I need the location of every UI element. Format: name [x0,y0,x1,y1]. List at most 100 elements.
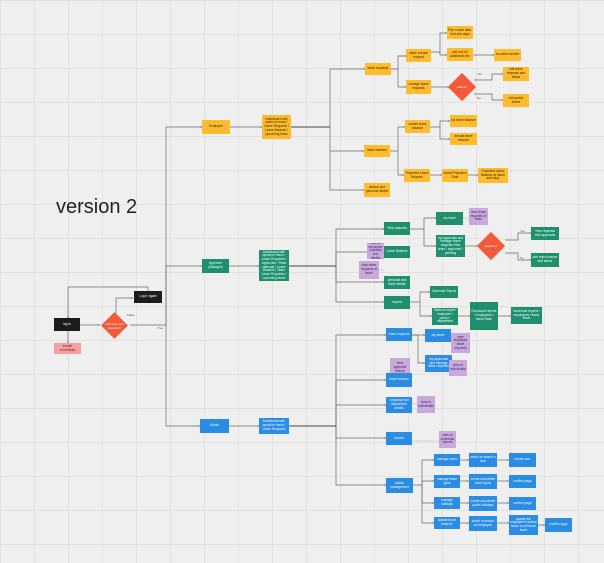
create-holiday-node[interactable]: create and delete public holidays [469,496,497,511]
edge-dash-leave-requests [291,67,366,128]
admin-dashboard-node[interactable]: Dashboard with quota for leave / Leave R… [259,418,289,434]
my-team-node[interactable]: my team [436,212,463,225]
pick-date-node[interactable]: Pick a start date, end and days [447,26,473,39]
edge-dash-leave-balance [329,127,365,153]
edge-mgmt-types [421,479,435,485]
rejected-request-node[interactable]: add reject reason and status [531,253,559,267]
confirm-screen-node[interactable]: a confirm screen [494,49,521,61]
approver-dashboard-node[interactable]: Dashboard with quota for leave / Leave R… [259,250,289,281]
edge-label-status-no: No [477,96,481,100]
full-leave-node[interactable]: full leave balance [450,115,477,127]
team-balance-node[interactable]: Leave Balance [384,246,410,258]
select-employee-node[interactable]: select or search an employee [469,516,497,531]
future-date-node[interactable]: future Projection Date [442,169,468,182]
edge-label-true: True [157,326,164,330]
note-team-requests: view leave requests of team [469,208,488,225]
edit-status-node[interactable]: edit and/or delete [503,94,529,107]
admin-leave-requests-node[interactable]: leave requests [386,328,412,341]
create-user-node[interactable]: create user [509,453,536,467]
check-login-decision[interactable] [101,312,128,339]
leave-balance-node[interactable]: leave balance [364,145,390,157]
edge-view-team [410,216,437,230]
current-status-node[interactable]: current leave balance [405,120,430,133]
team-requests-node[interactable]: my approvals and manage leave requests f… [436,235,465,257]
edge-lr-make [391,54,407,70]
edge-current-annual [439,127,451,141]
leave-stats-node[interactable]: Download reports / employees / leave lea… [511,307,542,324]
edge-mgmt-balance [421,485,435,525]
manage-holidays-node[interactable]: manage holidays [434,497,460,509]
login-again-node[interactable]: Log in again [134,291,162,303]
note-policy: view or edit details [417,396,435,413]
my-approvals-node[interactable]: my approvals and manage leave requests [425,355,452,372]
edge-view-teamreq [423,229,437,248]
projected-leave-node[interactable]: Projected Leave Balance [404,169,430,182]
edge-label-approve-no: No [520,256,524,260]
leave-requests-node[interactable]: leave requests [365,63,391,75]
annual-personal-node[interactable]: annual and personal details [364,183,390,197]
edge-xdash-mgmt [335,426,387,487]
status-decision[interactable] [447,72,477,102]
edge-make-pick [431,31,448,53]
admin-reports-node[interactable]: reports [386,432,412,445]
annual-leave-node[interactable]: annual leave balance [450,133,477,145]
projected-total-node[interactable]: Projected Leave Balance at future and da… [478,168,508,183]
note-admin-details: view or edit details [449,360,467,376]
edge-label-status-yes: Yes [477,72,482,76]
edit-leave-node[interactable]: edit leave requests and status [503,67,529,81]
edge-mgmt-users [413,458,435,486]
approver-node[interactable]: Approver (Manager) [202,259,229,273]
personal-details-node[interactable]: personal and leave details [384,276,410,289]
approved-request-node[interactable]: View requests with approvals [531,227,559,240]
manage-requests-node[interactable]: manage leave requests [406,80,431,94]
create-type-node[interactable]: create and delete leave types [469,474,497,489]
page-title: version 2 [56,196,138,218]
note-admin-requests: view employee leave requests [451,333,470,353]
login-error-node[interactable]: invalid credentials [54,343,81,354]
edge-reports-gen [410,290,431,303]
edge-xdash-lb [335,378,387,426]
edge-label-no: False [127,313,135,317]
edge-xlr-approvals [412,334,426,365]
manage-types-node[interactable]: manage leave types [434,475,460,488]
update-balance-node[interactable]: update leave balance [434,517,460,529]
edge-xdash-reports [335,426,387,440]
edge-check-approver [165,264,203,325]
manage-users-node[interactable]: manage users [434,454,460,466]
select-user-node[interactable]: select or search a user [469,453,497,467]
login-node[interactable]: log in [54,318,80,331]
admin-management-node[interactable]: admin management [386,478,413,493]
edge-make-add [439,52,448,57]
edge-lb-current [390,125,406,152]
edge-lr-manage [397,69,407,89]
employee-dashboard-node[interactable]: Dashboard with quota for leave / Leave R… [262,115,291,139]
edge-current-full [430,119,451,128]
edge-dash-annual [329,151,365,192]
edge-xdash-policy [335,403,387,426]
reports-node[interactable]: reports [384,296,410,309]
update-value-node[interactable]: update the employee's annual leave or pe… [509,515,538,535]
confirm-type-node[interactable]: confirm page [509,475,536,488]
edge-reports-select [419,302,433,318]
edge-decision-no [505,252,532,262]
download-report-node[interactable]: Download reports / employees / leave lea… [470,302,498,330]
admin-balance-node[interactable]: leave balance [386,373,412,387]
view-requests-node[interactable]: View requests [384,222,410,235]
my-leave-node[interactable]: my leave [425,329,451,342]
edge-xdash-lr [289,333,387,427]
confirm-update-node[interactable]: confirm page [545,518,572,532]
policy-node[interactable]: company and department details [386,397,412,413]
generate-report-node[interactable]: Generate Report [430,286,458,298]
report-select-node[interactable]: Select a report / employee / period / de… [432,308,458,325]
edge-check-admin [165,325,201,428]
admin-node[interactable]: Admin [200,419,229,433]
employee-node[interactable]: Employee [202,120,230,134]
make-request-node[interactable]: make a leave request [406,49,431,62]
confirm-holiday-node[interactable]: confirm page [509,497,536,510]
note-reports: view or download reports [439,431,456,448]
edge-mgmt-holidays [421,485,435,505]
note-team-leave: note leave requests of team [359,261,379,279]
approve-decision[interactable] [476,231,506,261]
add-reason-node[interactable]: add text for additional info [447,48,473,61]
